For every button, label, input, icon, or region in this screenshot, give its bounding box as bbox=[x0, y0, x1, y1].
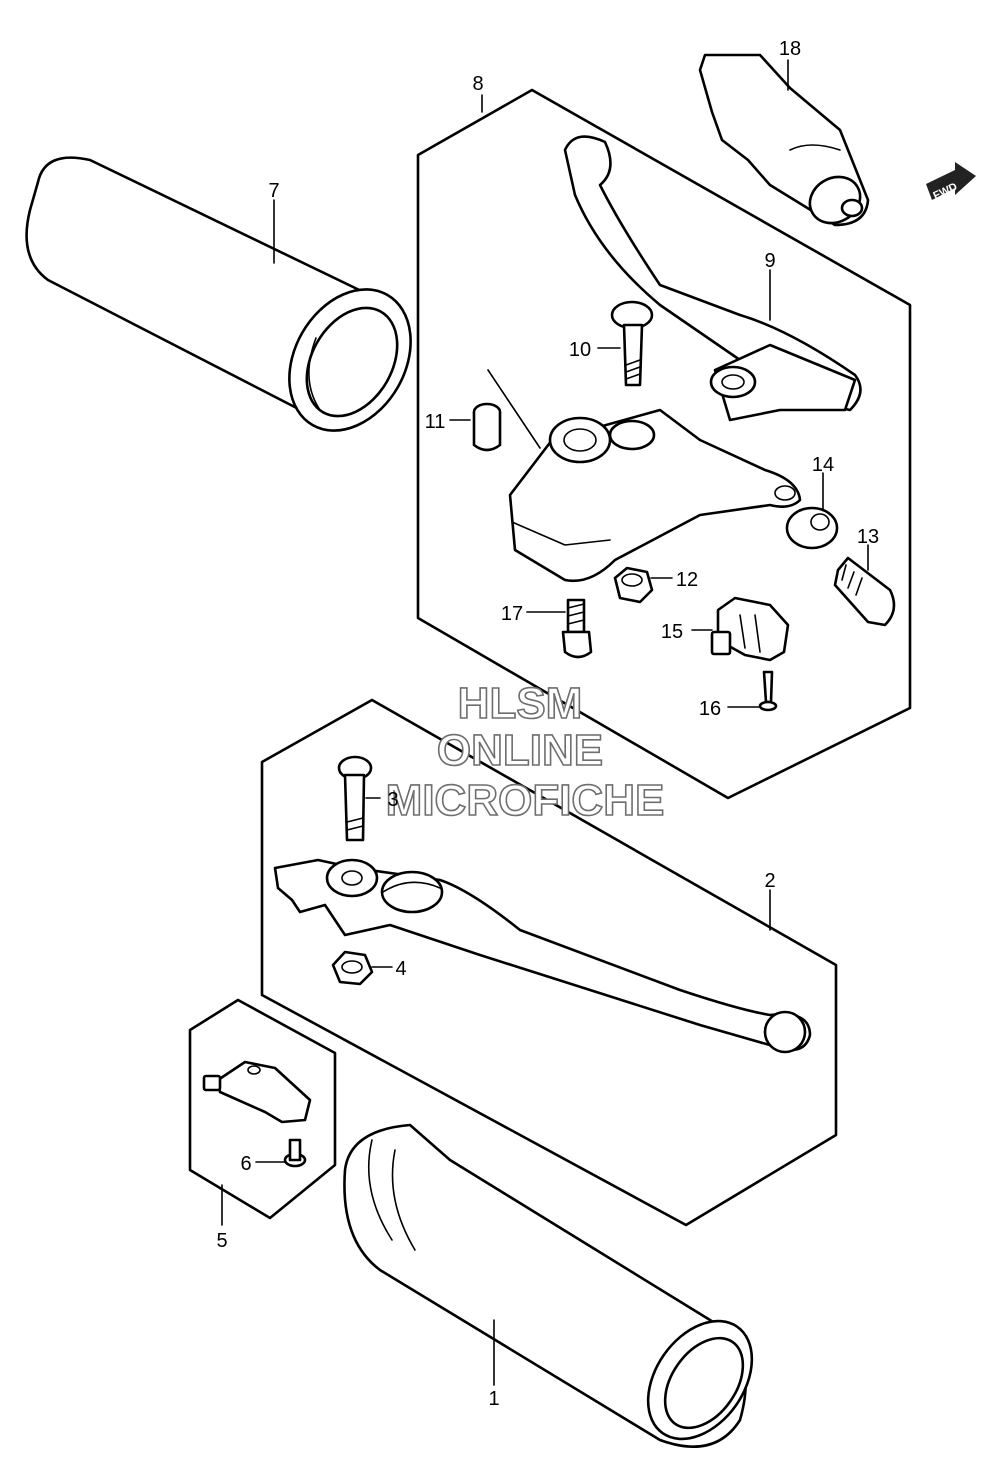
callout-11: 11 bbox=[425, 411, 446, 433]
callout-5: 5 bbox=[216, 1230, 227, 1252]
throttle-grip-part-1 bbox=[343, 1123, 754, 1448]
switch-part-15 bbox=[710, 596, 790, 662]
callout-6: 6 bbox=[240, 1153, 251, 1175]
lever-bracket bbox=[508, 408, 802, 583]
callout-3: 3 bbox=[387, 789, 398, 811]
callout-17: 17 bbox=[501, 603, 523, 625]
collar-part-11 bbox=[472, 369, 541, 452]
cover-part-18 bbox=[698, 53, 870, 227]
callout-15: 15 bbox=[661, 621, 683, 643]
callout-13: 13 bbox=[857, 526, 879, 548]
switch-part-5 bbox=[202, 1060, 312, 1124]
callout-10: 10 bbox=[569, 339, 591, 361]
group-frame-5 bbox=[188, 998, 337, 1220]
callout-18: 18 bbox=[779, 38, 801, 60]
callout-7: 7 bbox=[268, 180, 279, 202]
nut-part-12 bbox=[613, 566, 654, 604]
forward-direction-badge: FWD bbox=[926, 162, 976, 202]
callout-labels: 1 2 3 4 5 6 7 8 9 10 11 12 13 14 15 16 1… bbox=[216, 38, 879, 1410]
nut-part-4 bbox=[331, 950, 374, 986]
callout-16: 16 bbox=[699, 698, 721, 720]
screw-part-6 bbox=[283, 1138, 307, 1168]
callout-2: 2 bbox=[764, 870, 775, 892]
brake-lever-part-2 bbox=[273, 858, 812, 1054]
callout-14: 14 bbox=[812, 454, 834, 476]
callout-4: 4 bbox=[395, 958, 406, 980]
callout-9: 9 bbox=[764, 250, 775, 272]
callout-8: 8 bbox=[472, 73, 483, 95]
leader-lines bbox=[221, 59, 869, 1386]
watermark-line-1: HLSM bbox=[458, 679, 583, 728]
group-frame-8 bbox=[416, 88, 912, 800]
grip-left-part-7 bbox=[25, 156, 412, 432]
watermark: HLSM ONLINE MICROFICHE bbox=[385, 678, 665, 826]
callout-1: 1 bbox=[488, 1388, 499, 1410]
screw-part-16 bbox=[758, 670, 778, 712]
lever-part-9 bbox=[563, 135, 862, 422]
watermark-line-2: ONLINE bbox=[437, 726, 603, 775]
watermark-line-3: MICROFICHE bbox=[386, 776, 665, 825]
pivot-pin-part-3 bbox=[337, 755, 373, 842]
pivot-bolt-part-10 bbox=[610, 300, 654, 387]
group-frame-2 bbox=[260, 698, 838, 1227]
bolt-part-17 bbox=[561, 598, 593, 659]
adjuster-part-14 bbox=[785, 506, 839, 550]
cable-adjuster-part-13 bbox=[833, 556, 896, 627]
callout-12: 12 bbox=[676, 569, 698, 591]
